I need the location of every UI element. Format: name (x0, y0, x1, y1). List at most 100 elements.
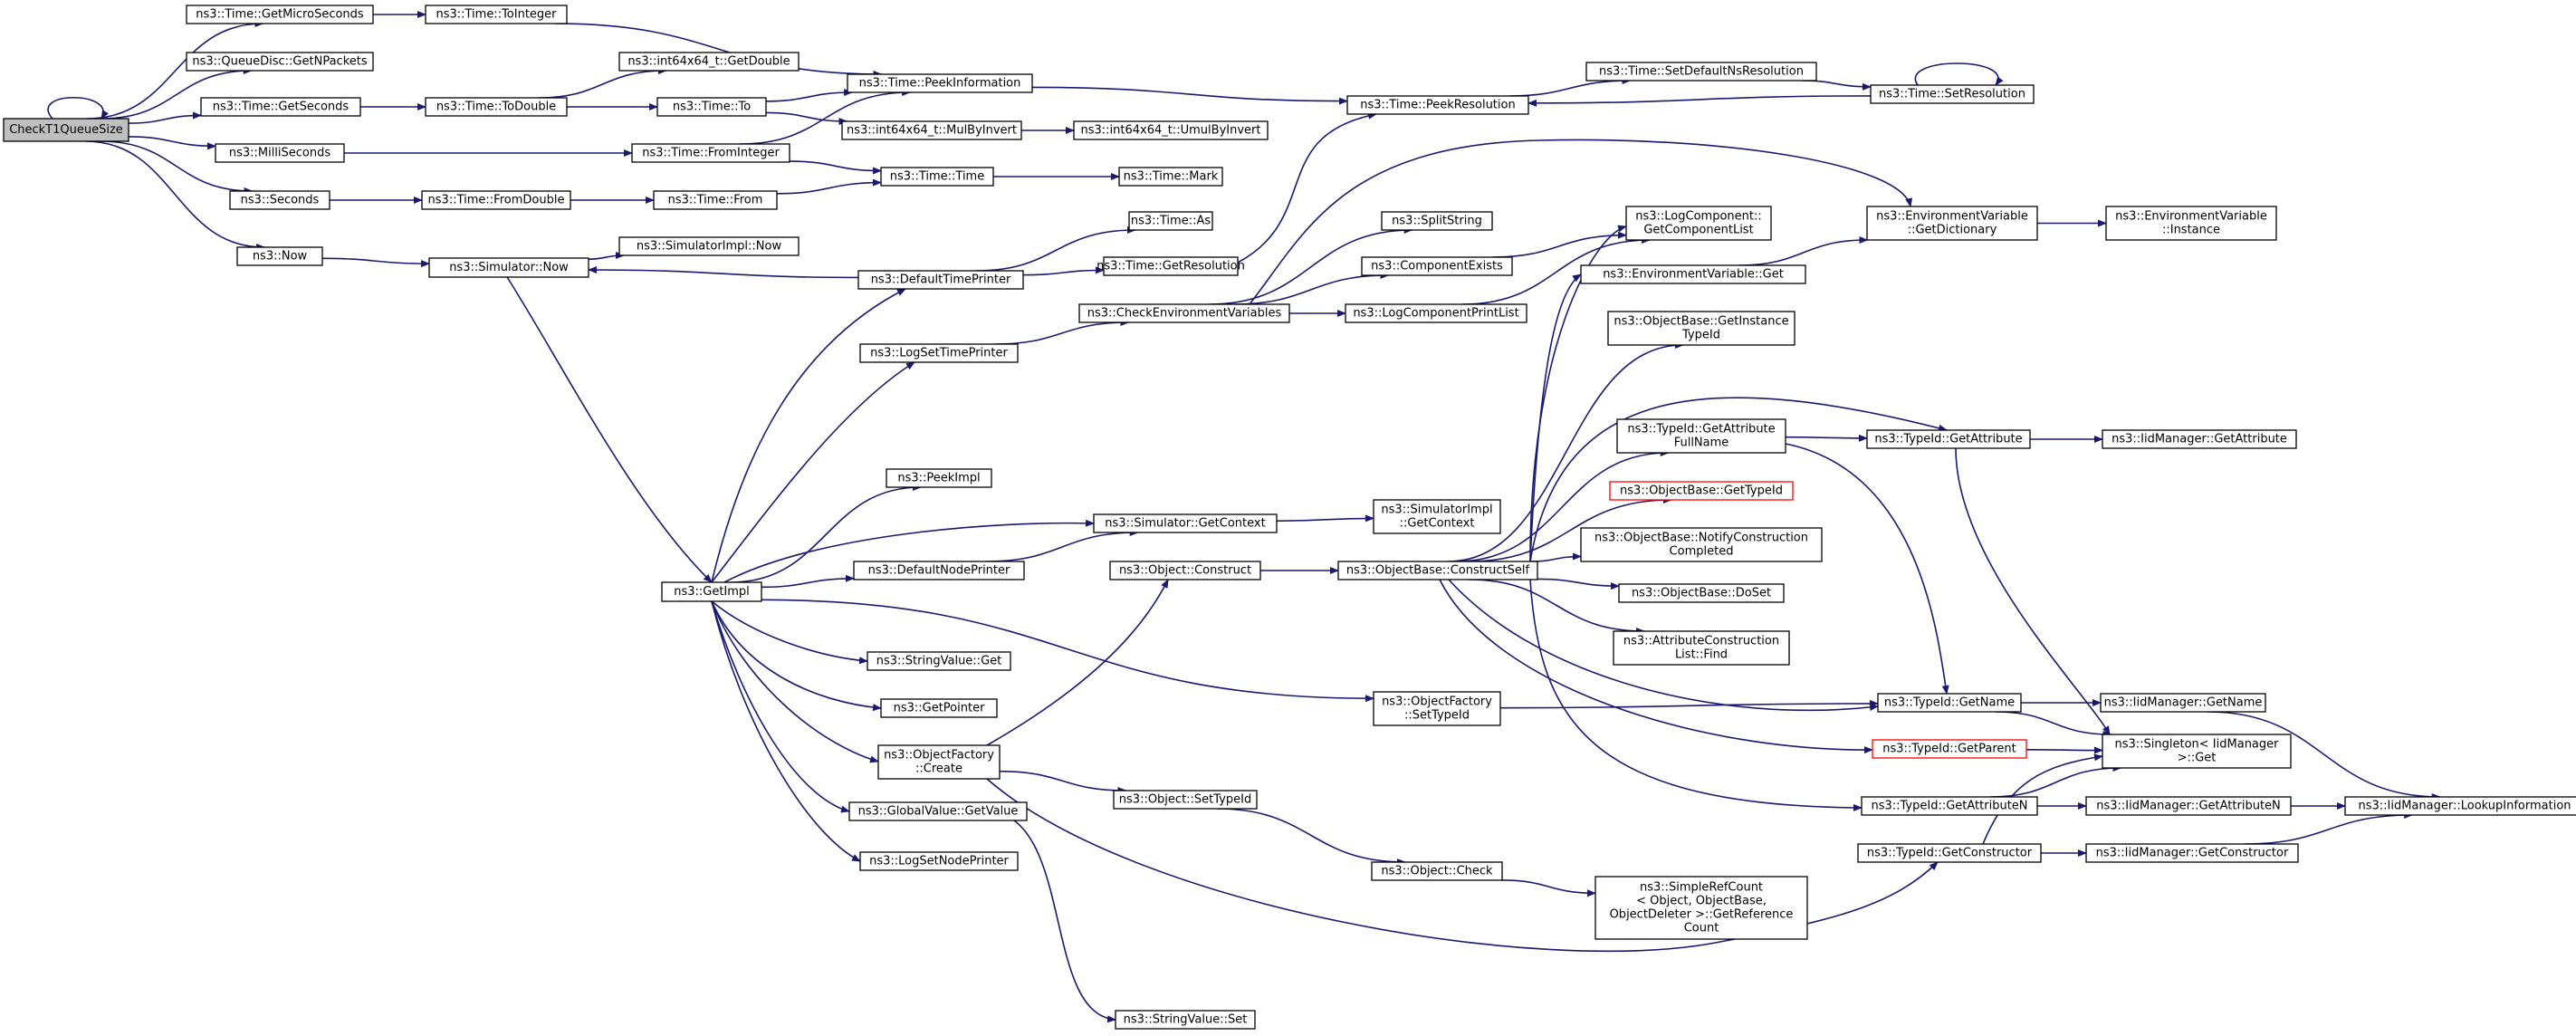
node-umulbyinvert[interactable]: ns3::int64x64_t::UmulByInvert (1073, 120, 1269, 140)
node-doset[interactable]: ns3::ObjectBase::DoSet (1618, 583, 1785, 603)
node-typeidgetattr[interactable]: ns3::TypeId::GetAttribute (1866, 429, 2031, 449)
node-constructself[interactable]: ns3::ObjectBase::ConstructSelf (1337, 561, 1538, 580)
node-logsetnodeprinter[interactable]: ns3::LogSetNodePrinter (859, 851, 1019, 871)
node-box (1861, 796, 2038, 816)
node-setresolution[interactable]: ns3::Time::SetResolution (1870, 84, 2035, 104)
node-defaulttimeprinter[interactable]: ns3::DefaultTimePrinter (857, 270, 1024, 290)
edge-constructself-to-doset (1537, 578, 1620, 590)
node-timegetres[interactable]: ns3::Time::GetResolution (1096, 256, 1245, 276)
node-peekinfo[interactable]: ns3::Time::PeekInformation (847, 73, 1033, 93)
node-envget[interactable]: ns3::EnvironmentVariable::Get (1580, 264, 1806, 284)
node-label: ns3::Time::GetSeconds (213, 101, 350, 114)
node-frominteger[interactable]: ns3::Time::FromInteger (631, 143, 790, 163)
node-mulbyinvert[interactable]: ns3::int64x64_t::MulByInvert (841, 120, 1022, 140)
node-singletonget[interactable]: ns3::Singleton< IidManager>::Get (2102, 734, 2292, 769)
node-int64getdouble[interactable]: ns3::int64x64_t::GetDouble (618, 52, 800, 72)
node-simimplnow[interactable]: ns3::SimulatorImpl::Now (618, 236, 800, 256)
node-typeidgetparent[interactable]: ns3::TypeId::GetParent (1872, 739, 2027, 759)
node-label: ns3::CheckEnvironmentVariables (1087, 307, 1282, 321)
node-getseconds[interactable]: ns3::Time::GetSeconds (200, 97, 361, 117)
node-label: ns3::GetPointer (894, 702, 985, 715)
node-box (2085, 843, 2299, 863)
node-label: ns3::GlobalValue::GetValue (858, 805, 1019, 819)
node-objfactorycreate[interactable]: ns3::ObjectFactory::Create (877, 744, 1001, 780)
edge-check-to-check (47, 96, 109, 120)
edge-defaultnodeprinter-to-simgetcontext (986, 529, 1139, 562)
node-objconstruct[interactable]: ns3::Object::Construct (1109, 561, 1261, 580)
node-timemark[interactable]: ns3::Time::Mark (1118, 167, 1223, 187)
node-seconds[interactable]: ns3::Seconds (229, 190, 330, 210)
node-tointeger[interactable]: ns3::Time::ToInteger (425, 5, 568, 24)
node-check[interactable]: CheckT1QueueSize (3, 118, 129, 142)
node-splitstring[interactable]: ns3::SplitString (1381, 211, 1493, 231)
edge-simgetcontext-to-simimplgetcontext (1276, 514, 1374, 523)
node-peekres[interactable]: ns3::Time::PeekResolution (1346, 95, 1529, 115)
node-setdefaultns[interactable]: ns3::Time::SetDefaultNsResolution (1585, 62, 1817, 82)
node-fromdouble[interactable]: ns3::Time::FromDouble (421, 190, 571, 210)
node-label: ns3::Time::PeekResolution (1360, 99, 1515, 112)
node-box (186, 5, 374, 24)
edge-typeidgetattr-to-singletonget (1955, 447, 2111, 735)
node-compexists[interactable]: ns3::ComponentExists (1361, 256, 1513, 276)
node-typeidgetctor[interactable]: ns3::TypeId::GetConstructor (1857, 843, 2042, 863)
node-box (1857, 843, 2042, 863)
node-peekimpl[interactable]: ns3::PeekImpl (886, 468, 992, 488)
node-box (857, 270, 1024, 290)
node-typeidgetattrn[interactable]: ns3::TypeId::GetAttributeN (1861, 796, 2038, 816)
node-getpointer[interactable]: ns3::GetPointer (880, 698, 998, 718)
node-simimplgetcontext[interactable]: ns3::SimulatorImpl::GetContext (1373, 499, 1501, 534)
node-box (229, 190, 330, 210)
node-from[interactable]: ns3::Time::From (653, 190, 778, 210)
edge-constructself-to-logcompgetlist (1529, 225, 1627, 562)
node-getnpackets[interactable]: ns3::QueueDisc::GetNPackets (186, 52, 374, 72)
node-todouble[interactable]: ns3::Time::ToDouble (425, 97, 568, 117)
node-iidlookup[interactable]: ns3::IidManager::LookupInformation (2344, 796, 2576, 816)
node-iidgetctor[interactable]: ns3::IidManager::GetConstructor (2085, 843, 2299, 863)
edge-objsettypeid-to-objcheck (1217, 808, 1406, 866)
node-objsettypeid[interactable]: ns3::Object::SetTypeId (1113, 790, 1258, 810)
node-iidgetattr[interactable]: ns3::IidManager::GetAttribute (2102, 429, 2297, 449)
node-simgetcontext[interactable]: ns3::Simulator::GetContext (1093, 513, 1278, 533)
node-label: ns3::MilliSeconds (229, 147, 331, 160)
node-label: ns3::LogSetTimePrinter (870, 347, 1008, 360)
node-timeas[interactable]: ns3::Time::As (1128, 211, 1213, 231)
node-stringvalueset[interactable]: ns3::StringValue::Set (1115, 1010, 1256, 1030)
node-now[interactable]: ns3::Now (236, 246, 323, 266)
node-envinstance[interactable]: ns3::EnvironmentVariable::Instance (2105, 206, 2277, 241)
node-defaultnodeprinter[interactable]: ns3::DefaultNodePrinter (853, 561, 1025, 580)
node-typeidgetname[interactable]: ns3::TypeId::GetName (1877, 693, 2022, 713)
node-iidgetattrn[interactable]: ns3::IidManager::GetAttributeN (2085, 796, 2292, 816)
node-millis[interactable]: ns3::MilliSeconds (215, 143, 345, 163)
node-simplerefcount[interactable]: ns3::SimpleRefCount< Object, ObjectBase,… (1594, 876, 1808, 940)
edge-getimpl-to-logsetnodeprinter (711, 600, 861, 862)
node-label: ns3::Time::GetMicroSeconds (196, 8, 364, 22)
edge-getimpl-to-ofsettypeid (761, 599, 1374, 703)
node-logcompprintlist[interactable]: ns3::LogComponentPrintList (1345, 303, 1527, 323)
node-globalvalueget[interactable]: ns3::GlobalValue::GetValue (848, 801, 1028, 821)
node-objcheck[interactable]: ns3::Object::Check (1371, 861, 1503, 881)
node-label: ns3::ObjectBase::GetInstance (1614, 315, 1788, 329)
node-label: FullName (1674, 436, 1729, 450)
node-logsettimeprinter[interactable]: ns3::LogSetTimePrinter (859, 343, 1019, 363)
node-logcompgetlist[interactable]: ns3::LogComponent::GetComponentList (1625, 206, 1772, 241)
node-getmicro[interactable]: ns3::Time::GetMicroSeconds (186, 5, 374, 24)
node-notifyconstruct[interactable]: ns3::ObjectBase::NotifyConstructionCompl… (1580, 527, 1823, 562)
edge-compexists-to-logcompgetlist (1491, 231, 1627, 258)
node-iidgetname[interactable]: ns3::IidManager::GetName (2100, 693, 2266, 713)
node-ofsettypeid[interactable]: ns3::ObjectFactory::SetTypeId (1373, 691, 1501, 726)
node-box (1109, 561, 1261, 580)
node-envgetdict[interactable]: ns3::EnvironmentVariable::GetDictionary (1866, 206, 2038, 241)
edge-getimpl-to-stringvalueget (711, 600, 868, 665)
edge-check-to-getseconds (128, 111, 202, 124)
node-simnow[interactable]: ns3::Simulator::Now (428, 257, 589, 278)
node-checkenv[interactable]: ns3::CheckEnvironmentVariables (1078, 303, 1290, 323)
node-obgettypeid[interactable]: ns3::ObjectBase::GetTypeId (1609, 481, 1794, 501)
node-timetime[interactable]: ns3::Time::Time (880, 167, 994, 187)
node-stringvalueget[interactable]: ns3::StringValue::Get (867, 651, 1011, 671)
node-getimpl[interactable]: ns3::GetImpl (661, 581, 762, 602)
node-to[interactable]: ns3::Time::To (656, 97, 767, 117)
